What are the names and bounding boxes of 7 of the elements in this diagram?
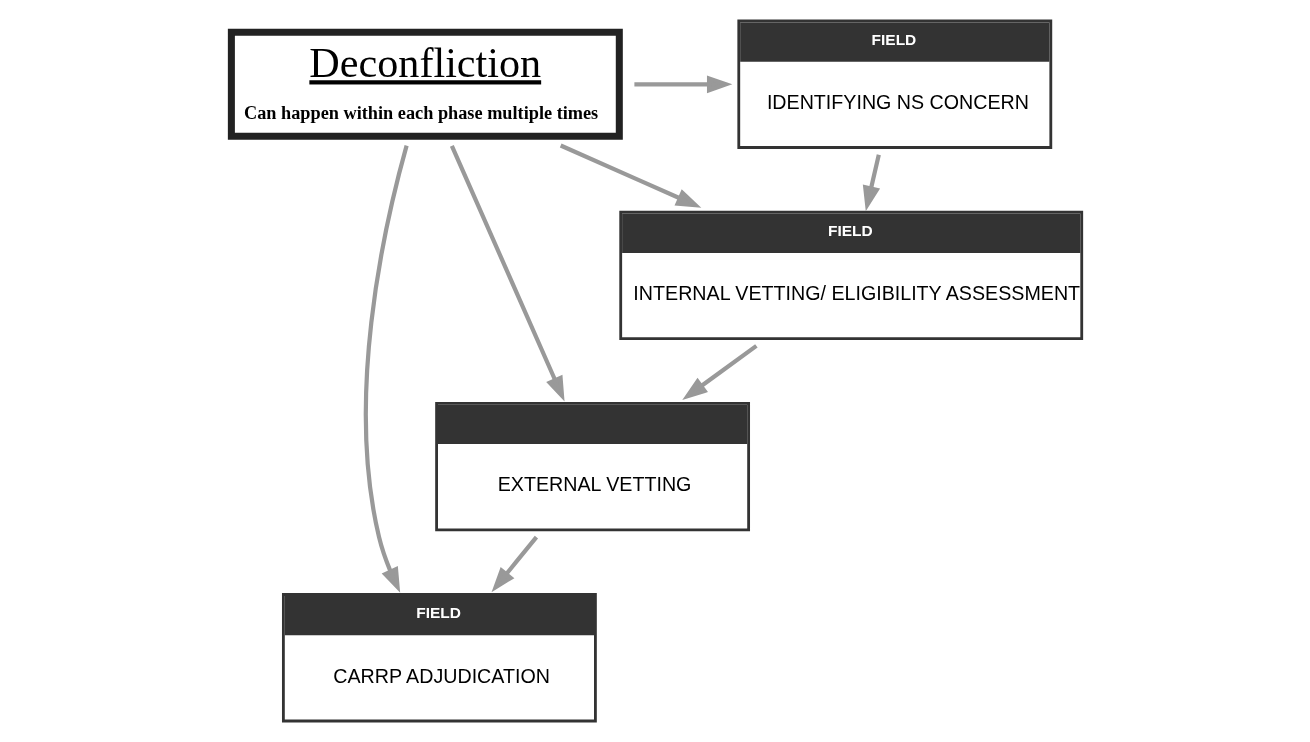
arrow — [491, 535, 538, 593]
arrow — [862, 154, 881, 212]
arrow — [559, 143, 701, 208]
arrow — [449, 144, 565, 402]
arrow — [363, 145, 409, 593]
arrow — [681, 344, 758, 400]
arrow — [633, 75, 732, 94]
